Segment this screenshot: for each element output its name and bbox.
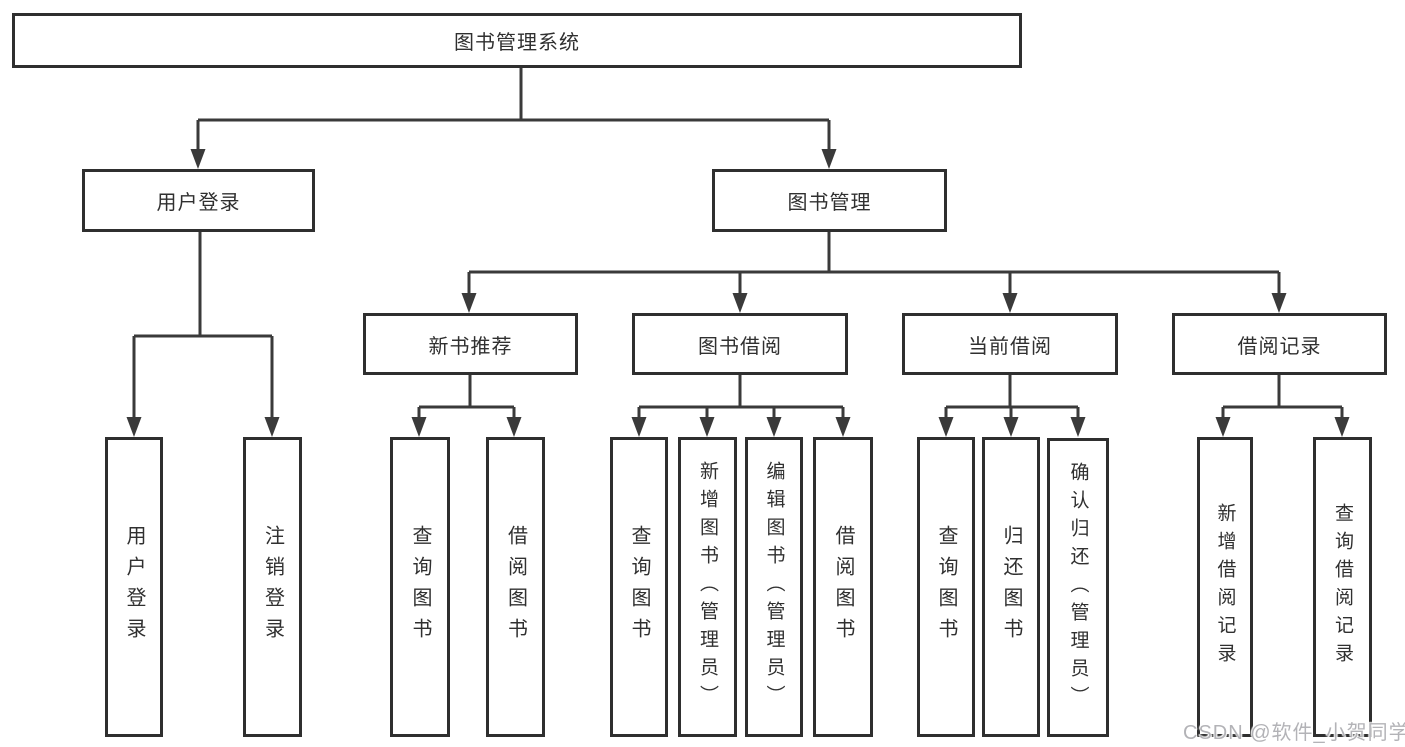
leaf-add-borrow-record: 新增借阅记录 [1197,437,1253,737]
node-label: 借阅记录 [1237,335,1322,358]
node-label: 图书管理系统 [454,32,580,54]
leaf-edit-books-admin: 编辑图书（管理员） [745,437,803,737]
leaf-return-books: 归还图书 [982,437,1040,737]
node-label: 新书推荐 [428,335,513,358]
leaf-borrow-books: 借阅图书 [813,437,873,737]
node-book-borrowing: 图书借阅 [632,313,848,375]
leaf-confirm-return-admin: 确认归还（管理员） [1047,438,1109,737]
node-label: 新增借阅记录 [1214,503,1236,671]
node-label: 归还图书 [1000,525,1022,649]
node-label: 编辑图书（管理员） [763,461,785,713]
leaf-query-books-borrowing: 查询图书 [610,437,668,737]
node-label: 查询借阅记录 [1332,503,1353,671]
node-label: 用户登录 [156,192,241,214]
node-label: 确认归还（管理员） [1067,461,1089,714]
leaf-logout: 注销登录 [243,437,302,737]
node-new-book-recommend: 新书推荐 [363,313,578,375]
node-borrowing-records: 借阅记录 [1172,313,1387,375]
leaf-query-borrow-record: 查询借阅记录 [1313,437,1372,737]
watermark-text: CSDN @软件_小贺同学 [1183,722,1405,744]
leaf-add-books-admin: 新增图书（管理员） [678,437,737,737]
node-label: 用户登录 [123,525,145,649]
node-label: 图书借阅 [698,335,782,358]
node-label: 注销登录 [261,525,284,649]
connector-lines [132,68,1344,419]
node-label: 借阅图书 [504,525,527,649]
node-root-system: 图书管理系统 [12,13,1022,68]
node-label: 借阅图书 [832,525,854,649]
leaf-query-books-recommend: 查询图书 [390,437,450,737]
node-label: 图书管理 [787,192,872,214]
node-label: 查询图书 [935,525,957,649]
node-label: 查询图书 [409,525,431,649]
arrowheads [126,149,1350,437]
node-label: 当前借阅 [968,335,1052,358]
leaf-borrow-books-recommend: 借阅图书 [486,437,545,737]
leaf-user-login: 用户登录 [105,437,163,737]
node-user-login: 用户登录 [82,169,315,232]
node-label: 查询图书 [628,525,650,649]
leaf-query-books-current: 查询图书 [917,437,975,737]
node-book-management: 图书管理 [712,169,947,232]
node-current-borrowing: 当前借阅 [902,313,1118,375]
node-label: 新增图书（管理员） [697,461,718,713]
